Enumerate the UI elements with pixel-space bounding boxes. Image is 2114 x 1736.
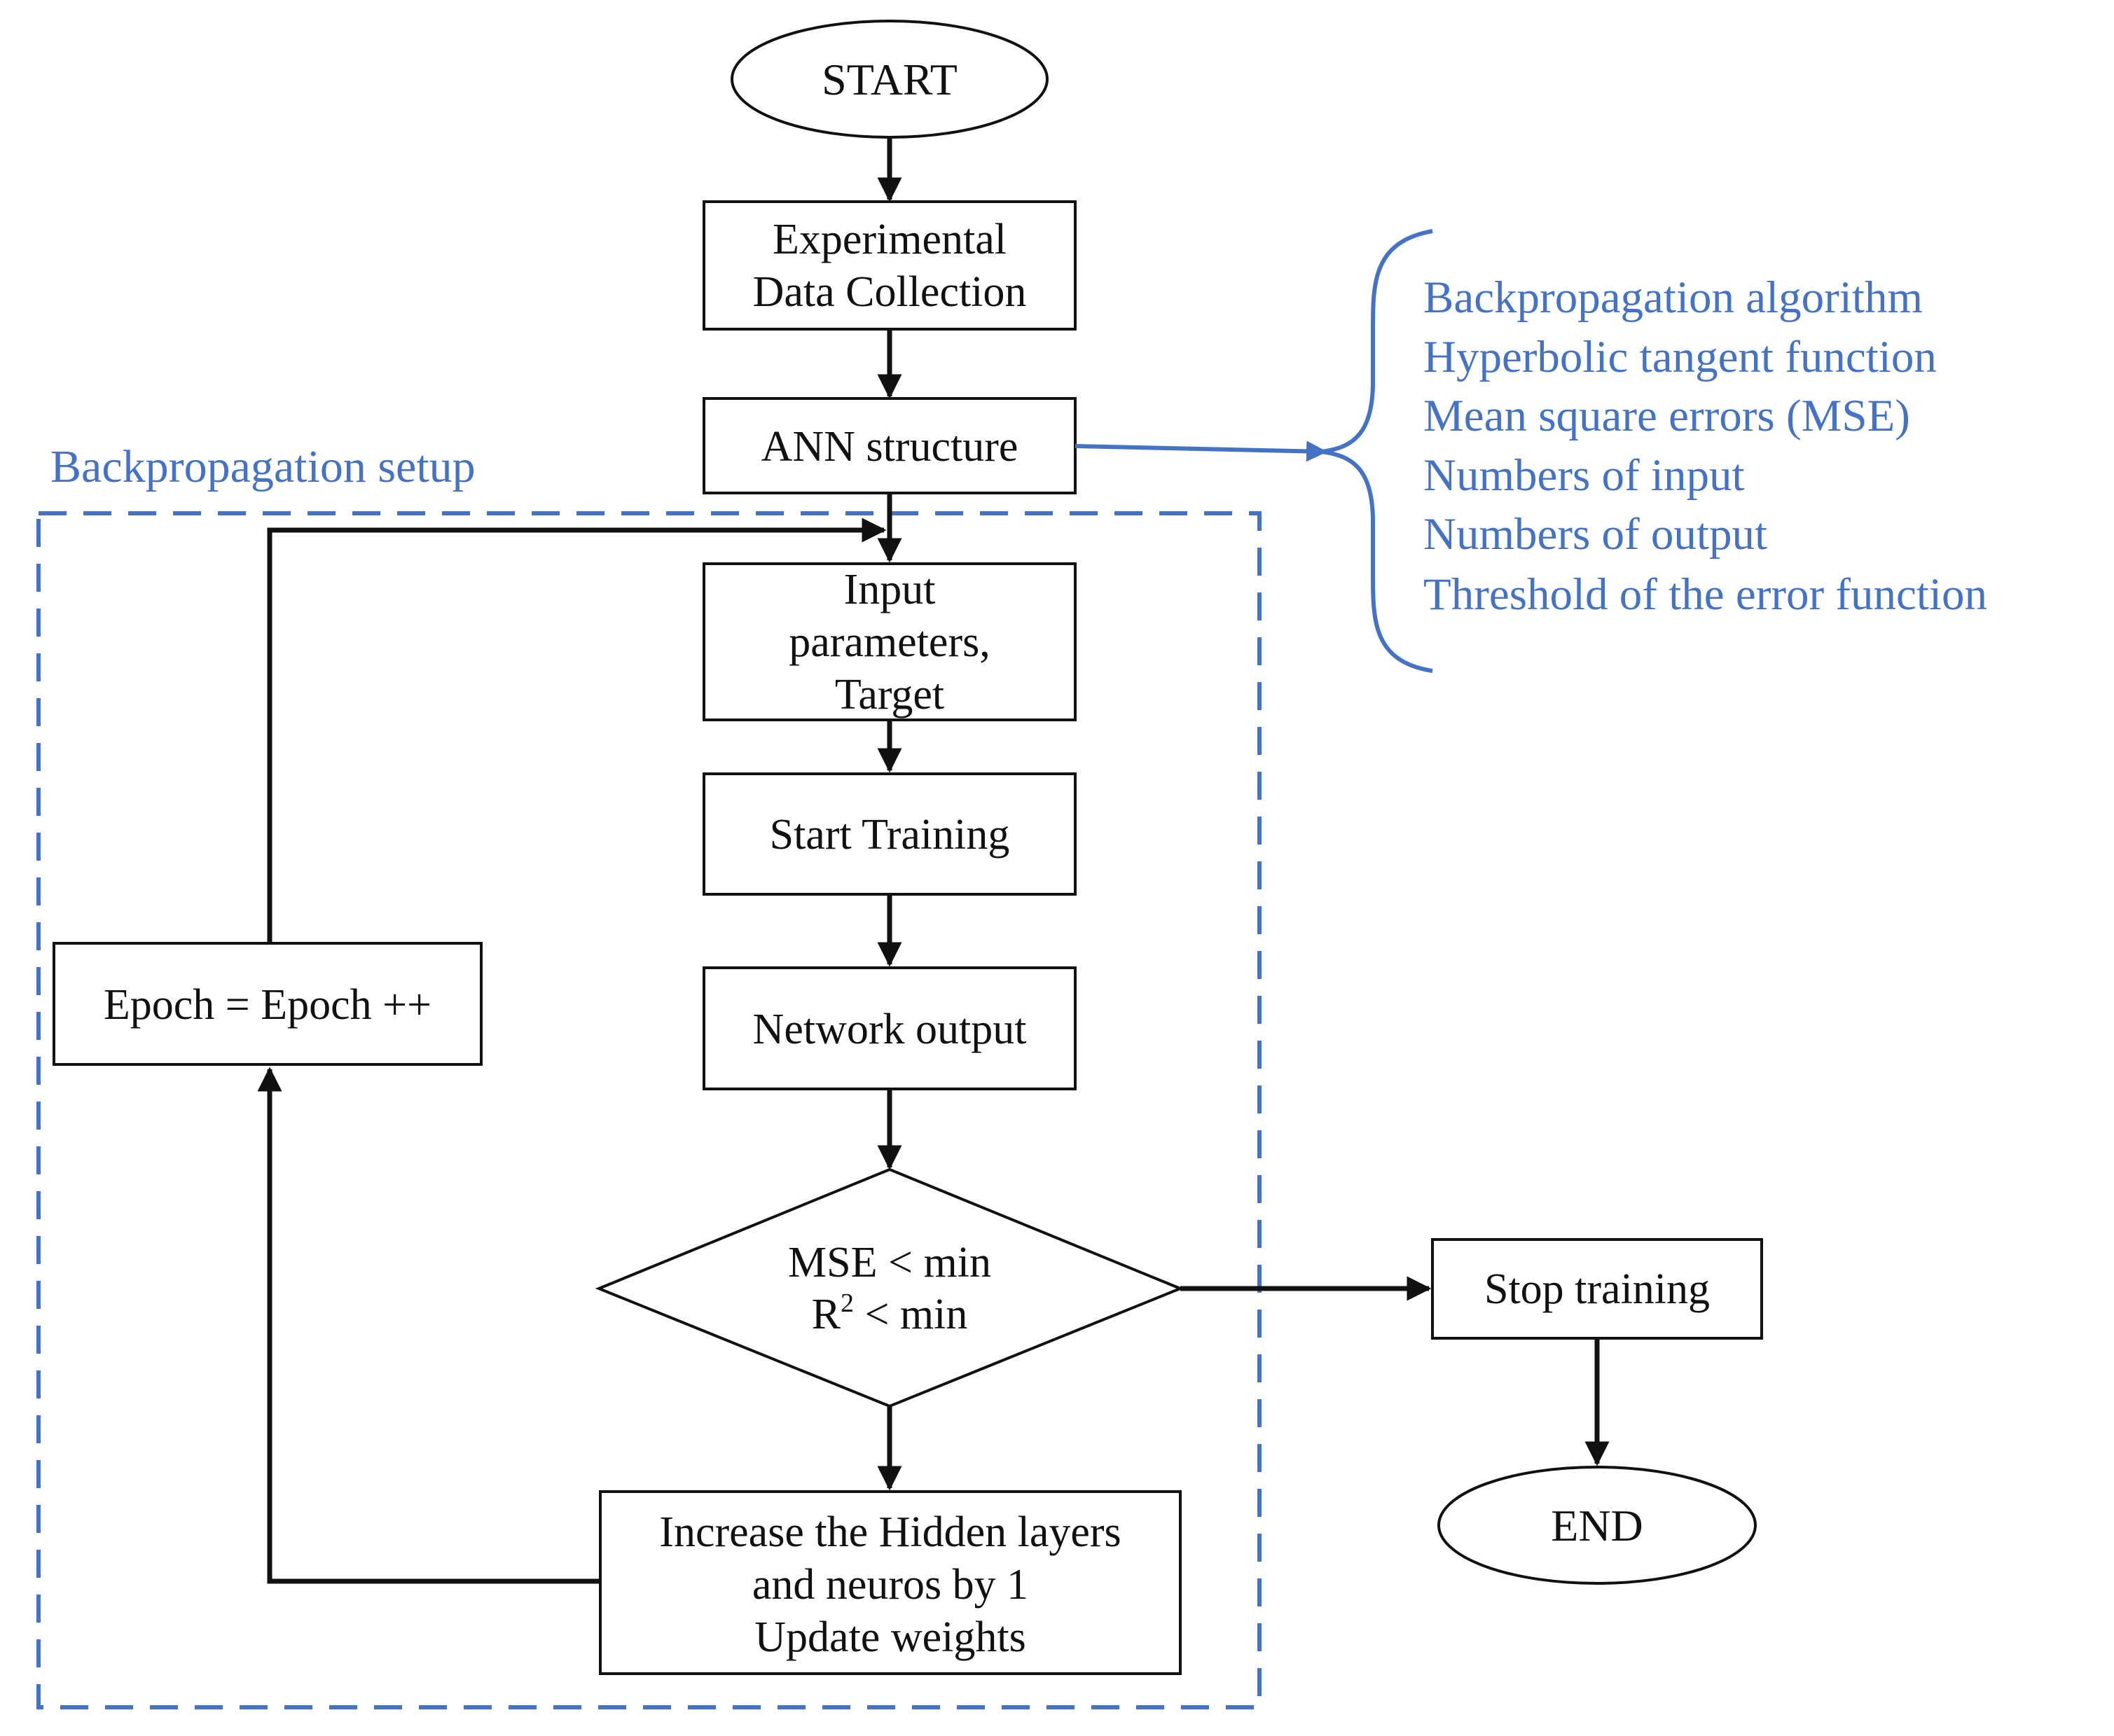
input-parameters-label-line2: parameters, <box>789 618 990 666</box>
parameter-numbers-of-input: Numbers of input <box>1423 450 1745 501</box>
start-training-box <box>703 772 1077 896</box>
decision-mse-label: MSE < min <box>788 1239 991 1286</box>
parameters-brace <box>1320 229 1433 673</box>
increase-label-line3: Update weights <box>754 1613 1025 1661</box>
epoch-label: Epoch = Epoch ++ <box>104 981 431 1029</box>
parameter-numbers-of-output: Numbers of output <box>1423 509 1767 560</box>
network-output-label: Network output <box>753 1006 1027 1053</box>
input-parameters-label-line3: Target <box>835 671 944 718</box>
end-label: END <box>1551 1501 1643 1550</box>
increase-label-line1: Increase the Hidden layers <box>659 1508 1121 1556</box>
data-collection-label-line2: Data Collection <box>753 268 1027 316</box>
increase-hidden-layers-box <box>599 1490 1182 1675</box>
backpropagation-setup-frame <box>36 511 1262 1709</box>
arrow-ann-to-parameters <box>1075 440 1327 462</box>
end-terminal <box>1437 1466 1757 1585</box>
network-output-box <box>703 966 1077 1090</box>
backpropagation-setup-label: Backpropagation setup <box>50 441 476 492</box>
decision-diamond <box>595 1167 1184 1408</box>
start-training-label: Start Training <box>770 811 1010 859</box>
stop-training-box <box>1431 1238 1763 1340</box>
input-parameters-label-line1: Input <box>844 566 936 613</box>
ann-structure-label: ANN structure <box>761 423 1018 471</box>
increase-label-line2: and neuros by 1 <box>752 1561 1028 1609</box>
parameter-hyperbolic-tangent: Hyperbolic tangent function <box>1423 332 1937 382</box>
data-collection-box <box>703 200 1077 331</box>
parameter-backpropagation-algorithm: Backpropagation algorithm <box>1423 272 1923 323</box>
arrow-increase-to-epoch <box>257 1067 600 1584</box>
start-label: START <box>822 55 958 104</box>
parameter-error-threshold: Threshold of the error function <box>1423 569 1987 620</box>
arrow-epoch-to-input <box>267 518 887 943</box>
parameter-mse: Mean square errors (MSE) <box>1423 391 1910 441</box>
data-collection-label-line1: Experimental <box>773 216 1007 263</box>
ann-structure-box <box>703 397 1077 494</box>
stop-training-label: Stop training <box>1484 1265 1710 1313</box>
decision-r2-label: R2 < min <box>812 1289 968 1338</box>
